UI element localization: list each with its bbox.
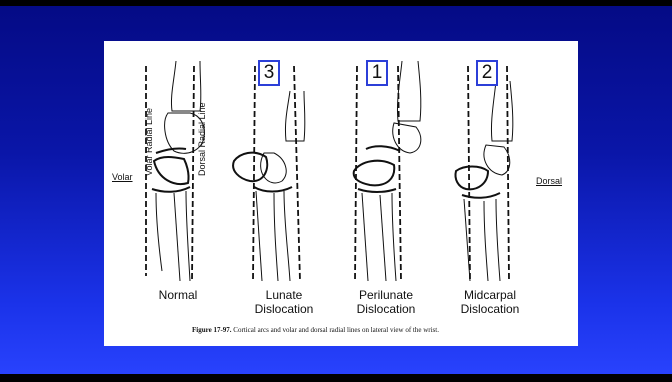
- figure-caption-text: Cortical arcs and volar and dorsal radia…: [233, 326, 439, 334]
- panel-4-number-box: 2: [476, 60, 498, 86]
- figure-caption: Figure 17-97. Cortical arcs and volar an…: [192, 326, 439, 334]
- perilunate-dislocation-drawing: [354, 61, 421, 281]
- panel-3-number: 1: [372, 62, 383, 84]
- dorsal-radial-line-label: Dorsal Radial Line: [197, 102, 207, 176]
- normal-wrist-drawing: [146, 61, 204, 281]
- panel-1-caption: Normal: [142, 288, 214, 302]
- panel-4-caption: Midcarpal Dislocation: [444, 288, 536, 316]
- panel-4-caption-line-1: Midcarpal: [444, 288, 536, 302]
- panel-2-caption: Lunate Dislocation: [238, 288, 330, 316]
- midcarpal-dislocation-drawing: [455, 66, 512, 281]
- dorsal-label: Dorsal: [536, 176, 562, 186]
- panel-3-caption-line-2: Dislocation: [340, 302, 432, 316]
- panel-4-number: 2: [482, 62, 493, 84]
- lunate-dislocation-drawing: [233, 66, 305, 281]
- volar-label: Volar: [112, 172, 133, 182]
- panel-1-caption-line-1: Normal: [142, 288, 214, 302]
- volar-radial-line-label: Volar Radial Line: [144, 108, 154, 176]
- panel-3-caption-line-1: Perilunate: [340, 288, 432, 302]
- figure-caption-number: Figure 17-97.: [192, 326, 232, 334]
- figure-image: Volar Dorsal Volar Radial Line Dorsal Ra…: [104, 41, 578, 346]
- panel-4-caption-line-2: Dislocation: [444, 302, 536, 316]
- panel-2-caption-line-2: Dislocation: [238, 302, 330, 316]
- panel-3-caption: Perilunate Dislocation: [340, 288, 432, 316]
- panel-2-caption-line-1: Lunate: [238, 288, 330, 302]
- panel-3-number-box: 1: [366, 60, 388, 86]
- panel-2-number: 3: [264, 62, 275, 84]
- panel-2-number-box: 3: [258, 60, 280, 86]
